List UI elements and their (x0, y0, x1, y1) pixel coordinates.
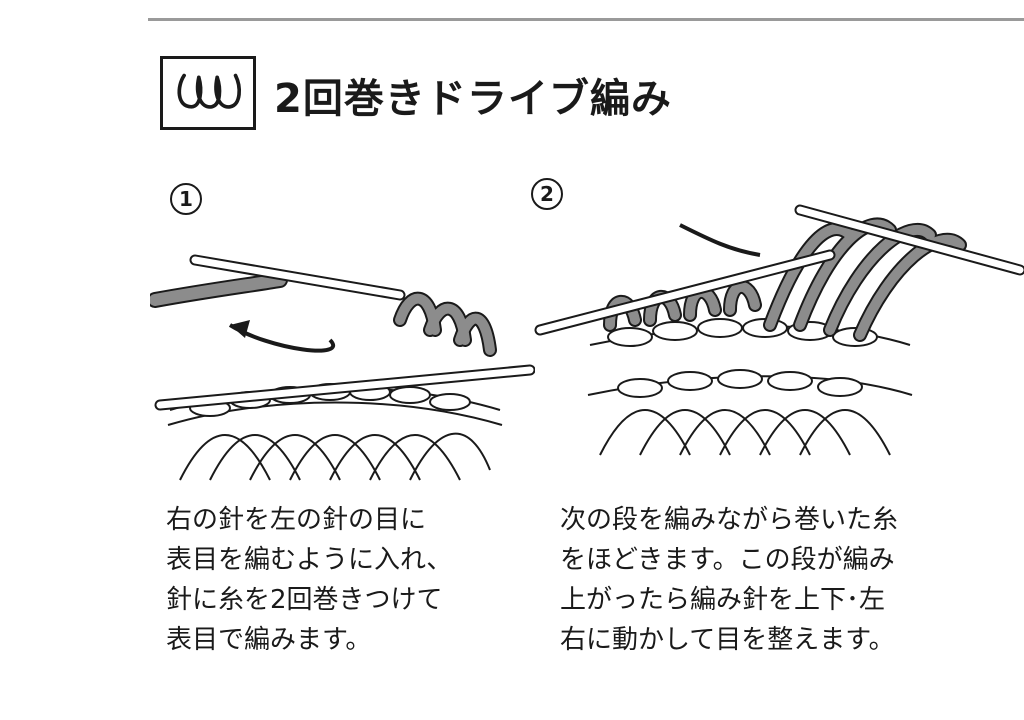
top-rule (148, 18, 1024, 21)
step-2-illustration (534, 204, 1024, 456)
step-1-illustration (150, 254, 535, 481)
step-2-caption: 次の段を編みながら巻いた糸 をほどきます。この段が編み 上がったら編み針を上下･… (560, 505, 899, 655)
triple-loop-symbol-icon (177, 73, 241, 109)
step-1-caption: 右の針を左の針の目に 表目を編むように入れ、 針に糸を2回巻きつけて 表目で編み… (166, 505, 453, 655)
stitch-symbol-box (160, 56, 256, 130)
step-1-number: 1 (170, 183, 202, 215)
step-2-number: 2 (531, 178, 563, 210)
page-title: 2回巻きドライブ編み (274, 76, 672, 122)
